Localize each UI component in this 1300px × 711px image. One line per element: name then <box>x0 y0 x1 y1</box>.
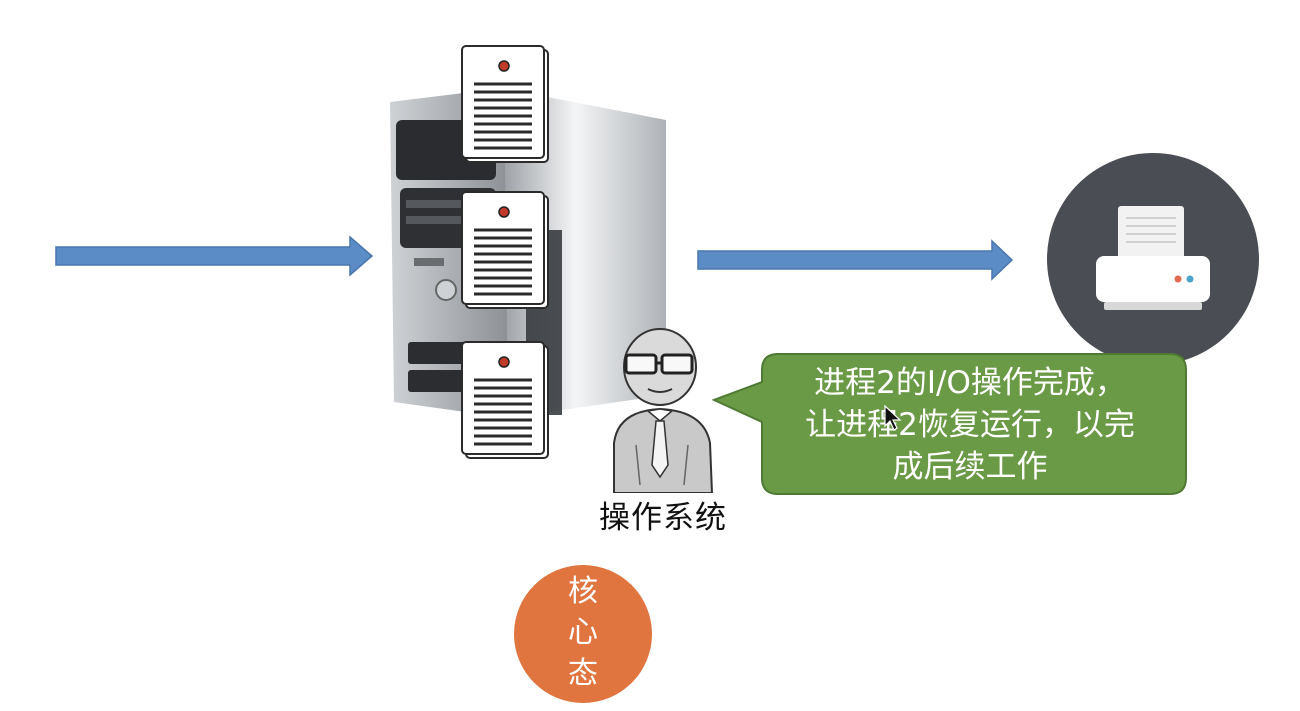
incoming-arrow <box>55 235 374 277</box>
mouse-cursor-icon <box>884 404 902 431</box>
process-document-icon <box>461 45 549 163</box>
process-document-icon <box>461 341 549 459</box>
speech-bubble-text: 进程2的I/O操作完成， 让进程2恢复运行，以完 成后续工作 <box>805 365 1135 485</box>
kernel-mode-label: 核 心 态 <box>568 574 598 691</box>
operating-system-person-icon <box>613 328 714 493</box>
speech-bubble <box>712 353 1187 495</box>
process-document-icon <box>461 191 549 309</box>
outgoing-arrow <box>697 239 1014 281</box>
printer-icon <box>1047 153 1259 365</box>
kernel-mode-badge: 核 心 态 <box>514 565 652 703</box>
operating-system-label: 操作系统 <box>599 500 727 536</box>
